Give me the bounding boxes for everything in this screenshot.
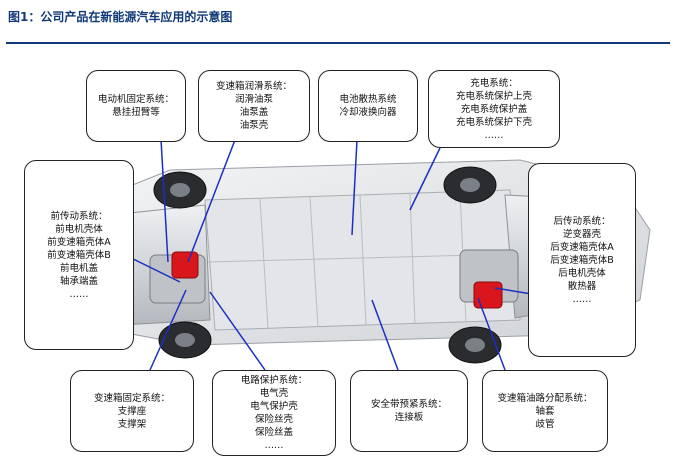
callout-item: 散热器 xyxy=(567,280,597,292)
callout-charging: 充电系统： 充电系统保护上壳 充电系统保护盖 充电系统保护下壳 …… xyxy=(428,70,560,148)
callout-item: 支撑架 xyxy=(117,418,147,430)
callout-title: 电路保护系统： xyxy=(240,375,308,386)
rear-drive-unit xyxy=(459,249,519,309)
callout-circuit-protect: 电路保护系统： 电气壳 电气保护壳 保险丝壳 保险丝盖 …… xyxy=(212,370,336,456)
front-drive-unit xyxy=(149,251,206,304)
callout-title: 前传动系统： xyxy=(50,210,108,222)
callout-front-drive: 前传动系统： 前电机壳体 前变速箱壳体A 前变速箱壳体B 前电机盖 轴承端盖 …… xyxy=(24,160,134,350)
callout-title: 后传动系统： xyxy=(553,215,611,227)
callout-item: 保险丝盖 xyxy=(254,427,293,438)
callout-title: 变速箱油路分配系统： xyxy=(497,392,593,404)
callout-item: 前电机壳体 xyxy=(55,223,103,235)
callout-item: 油泵盖 xyxy=(239,107,269,118)
callout-item: 轴承端盖 xyxy=(59,275,98,287)
callout-item: 歧管 xyxy=(535,418,555,430)
callout-item: 电气保护壳 xyxy=(250,401,298,412)
callout-motor-mount: 电动机固定系统： 悬挂扭臂等 xyxy=(86,70,186,142)
callout-item: 保险丝壳 xyxy=(254,414,293,425)
figure-title: 图1：公司产品在新能源汽车应用的示意图 xyxy=(8,10,233,24)
title-divider xyxy=(6,42,670,44)
callout-seatbelt: 安全带预紧系统： 连接板 xyxy=(350,370,468,452)
callout-item: 前变速箱壳体A xyxy=(47,236,111,248)
callout-item: 轴套 xyxy=(535,405,555,417)
callout-title: 电池散热系统 xyxy=(339,94,397,105)
callout-item: …… xyxy=(484,129,504,141)
callout-title: 变速箱固定系统： xyxy=(93,392,170,404)
callout-item: 充电系统保护盖 xyxy=(460,103,528,115)
callout-item: 悬挂扭臂等 xyxy=(112,107,160,118)
callout-title: 电动机固定系统： xyxy=(97,94,174,105)
callout-battery-cooling: 电池散热系统 冷却液换向器 xyxy=(318,70,418,142)
callout-gearbox-lube: 变速箱润滑系统： 润滑油泵 油泵盖 油泵壳 xyxy=(198,70,310,142)
callout-rear-drive: 后传动系统： 逆变器壳 后变速箱壳体A 后变速箱壳体B 后电机壳体 散热器 …… xyxy=(528,163,636,357)
callout-item: 充电系统保护上壳 xyxy=(455,90,532,102)
callout-item: …… xyxy=(572,293,592,305)
callout-item: …… xyxy=(69,288,89,300)
callout-item: 连接板 xyxy=(394,412,424,423)
callout-item: 后变速箱壳体A xyxy=(550,241,614,253)
callout-item: 后电机壳体 xyxy=(558,267,606,279)
callout-title: 变速箱润滑系统： xyxy=(215,81,292,92)
callout-title: 安全带预紧系统： xyxy=(370,399,447,410)
callout-gearbox-mount: 变速箱固定系统： 支撑座 支撑架 xyxy=(70,370,194,452)
callout-item: 冷却液换向器 xyxy=(339,107,397,118)
callout-item: 前变速箱壳体B xyxy=(47,249,111,261)
callout-item: 润滑油泵 xyxy=(234,94,273,105)
callout-item: 电气壳 xyxy=(259,388,289,399)
callout-gearbox-oil: 变速箱油路分配系统： 轴套 歧管 xyxy=(482,370,608,452)
callout-item: 后变速箱壳体B xyxy=(550,254,614,266)
callout-item: 前电机盖 xyxy=(59,262,98,274)
callout-item: …… xyxy=(264,440,284,451)
callout-title: 充电系统： xyxy=(470,77,518,89)
callout-item: 充电系统保护下壳 xyxy=(455,116,532,128)
callout-item: 支撑座 xyxy=(117,405,147,417)
callout-item: 逆变器壳 xyxy=(562,228,601,240)
callout-item: 油泵壳 xyxy=(239,120,269,131)
